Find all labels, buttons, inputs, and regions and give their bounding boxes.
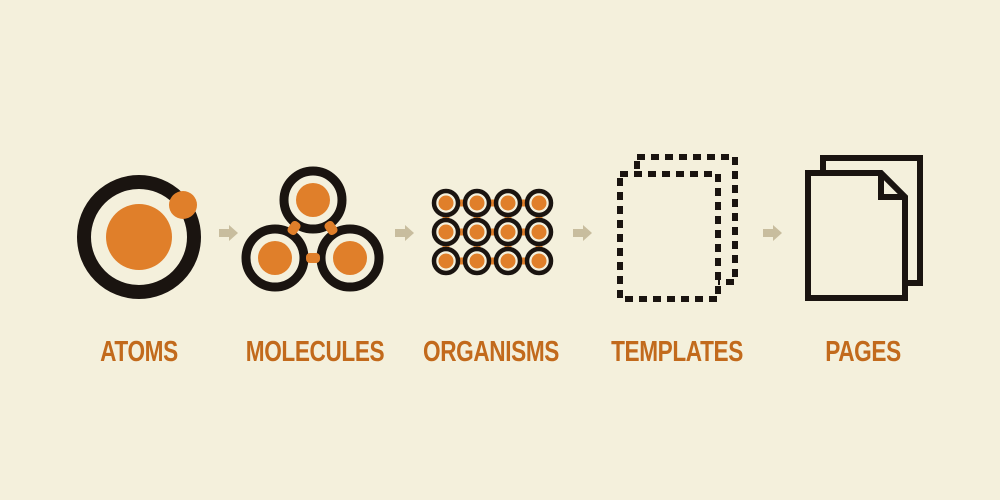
atom-icon xyxy=(77,175,201,299)
organism-node-core xyxy=(500,253,516,269)
organism-node-core xyxy=(500,224,516,240)
organism-node-core xyxy=(531,253,547,269)
pages-icon xyxy=(805,155,923,301)
label-pages: PAGES xyxy=(825,336,901,368)
organism-node-core xyxy=(531,224,547,240)
organism-node-core xyxy=(469,195,485,211)
arrow-icon xyxy=(573,225,592,241)
label-organisms: ORGANISMS xyxy=(423,336,559,368)
organism-icon xyxy=(431,188,554,276)
organism-node-core xyxy=(438,195,454,211)
organism-node-core xyxy=(438,253,454,269)
organism-node-core xyxy=(469,224,485,240)
organism-node-core xyxy=(500,195,516,211)
arrow-icon xyxy=(219,225,238,241)
template-icon xyxy=(617,154,738,302)
label-molecules: MOLECULES xyxy=(245,336,385,368)
organism-node-core xyxy=(438,224,454,240)
organism-node-core xyxy=(469,253,485,269)
arrow-icon xyxy=(395,225,414,241)
organism-node-core xyxy=(531,195,547,211)
label-atoms: ATOMS xyxy=(100,336,178,368)
label-templates: TEMPLATES xyxy=(611,336,743,368)
molecule-icon xyxy=(241,166,384,292)
arrow-icon xyxy=(763,225,782,241)
